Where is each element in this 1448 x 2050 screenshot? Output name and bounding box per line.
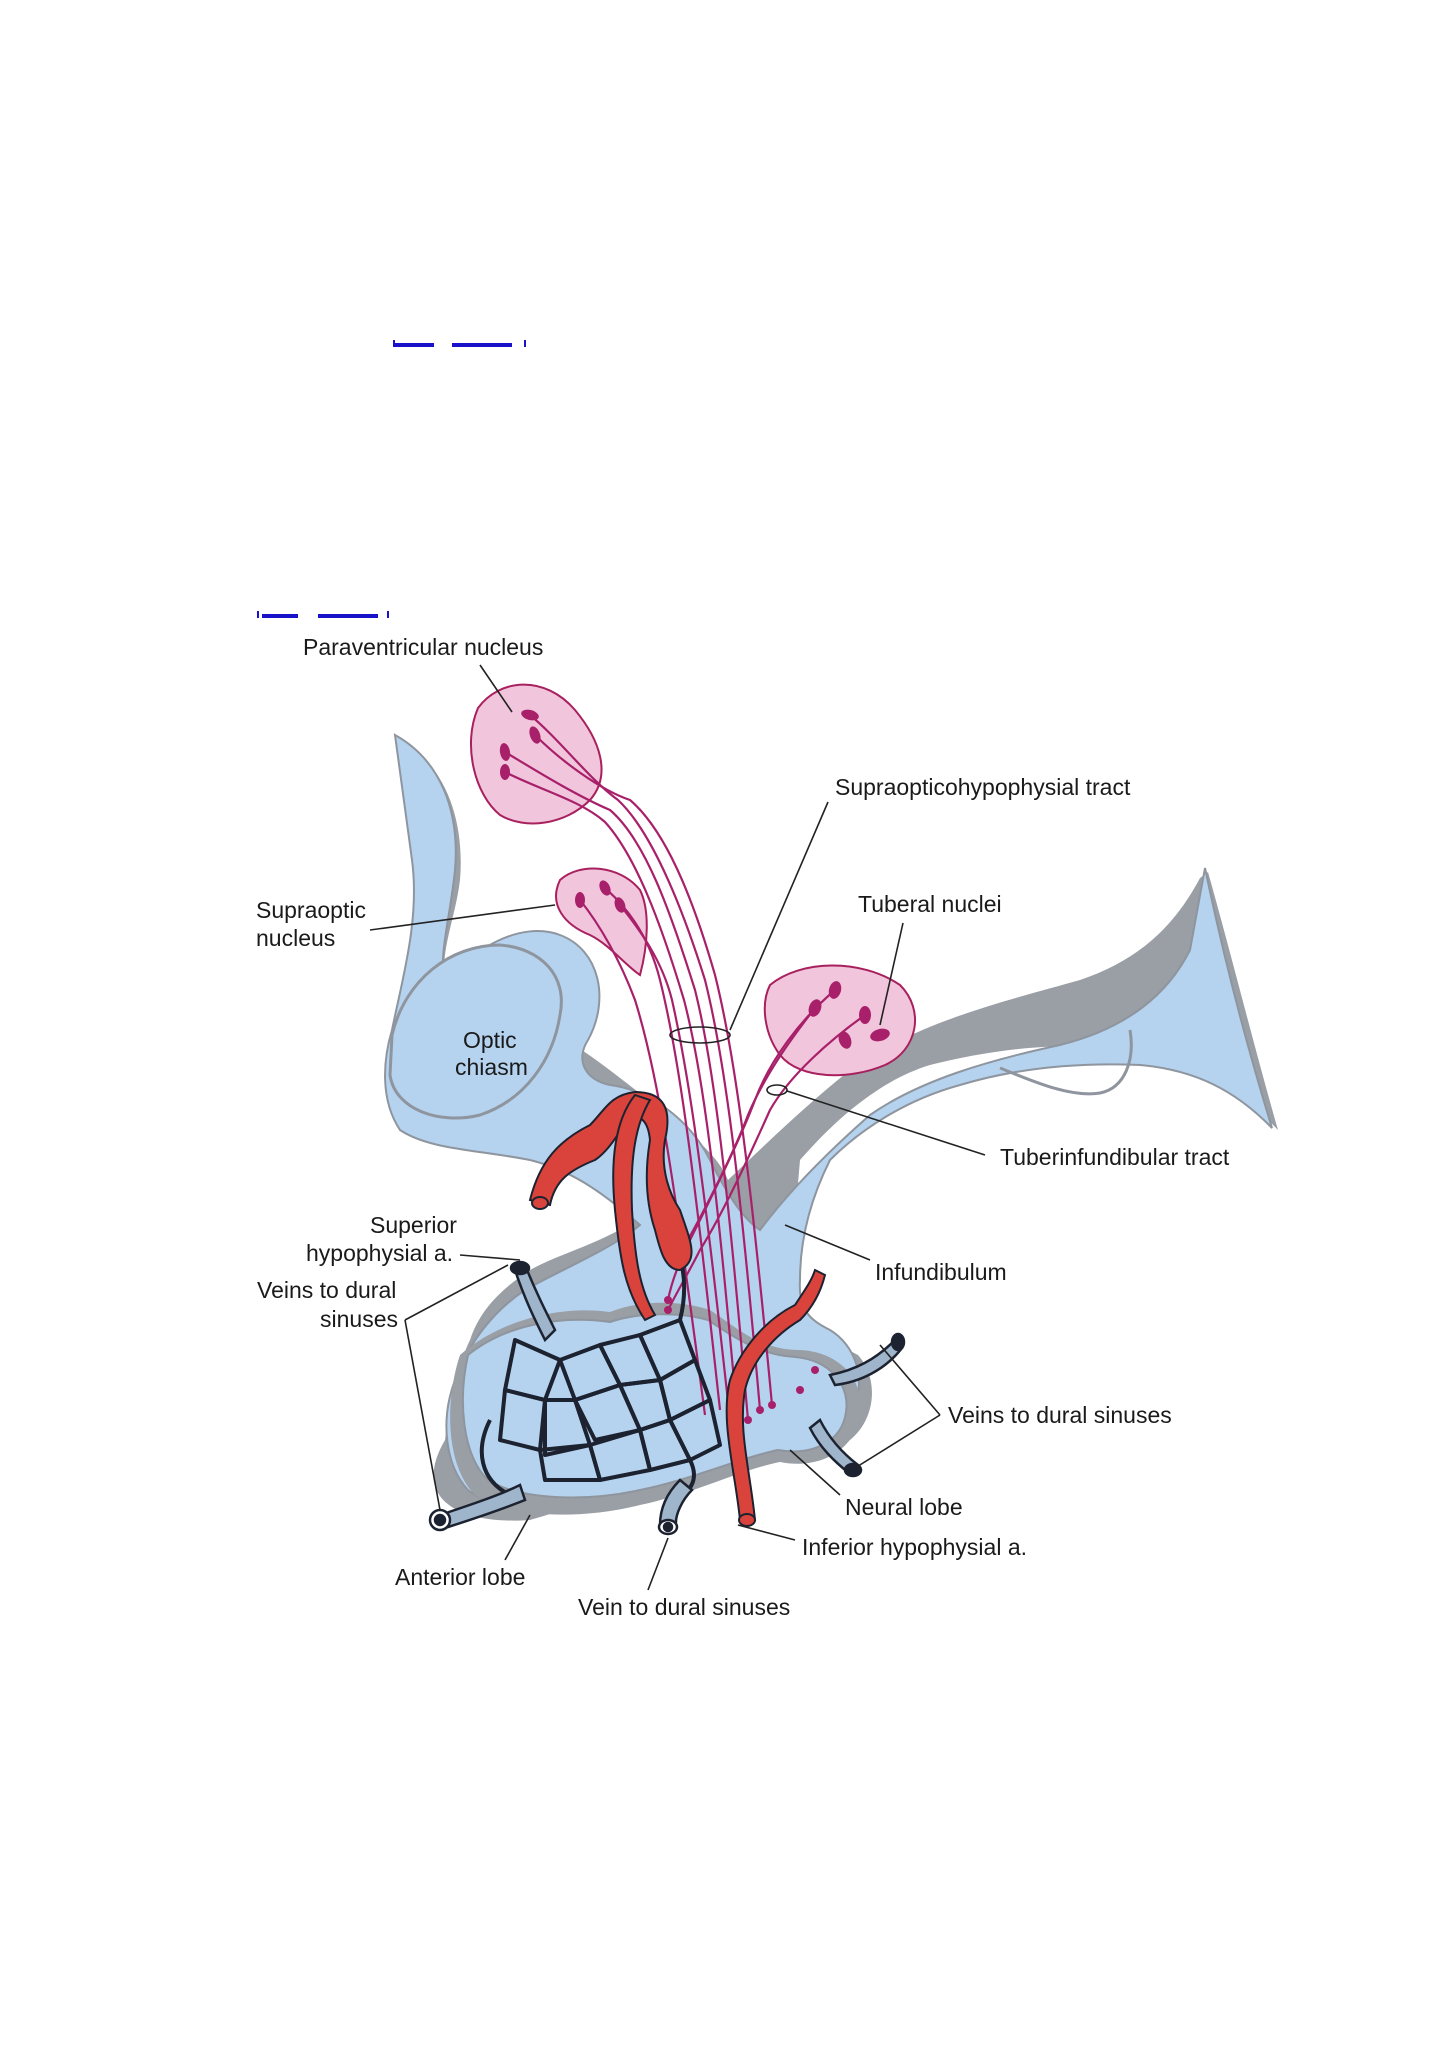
label-vein-bottom: Vein to dural sinuses <box>578 1594 790 1620</box>
paraventricular-nucleus-body <box>470 683 603 825</box>
labels: Paraventricular nucleus Supraopticohypop… <box>256 634 1230 1620</box>
label-inferior-hypophysial: Inferior hypophysial a. <box>802 1534 1027 1560</box>
label-infundibulum: Infundibulum <box>875 1259 1007 1285</box>
veins <box>428 1260 906 1536</box>
link-fragments <box>257 340 526 618</box>
label-tuberinfundibular-tract: Tuberinfundibular tract <box>1000 1144 1230 1170</box>
leader-lines <box>369 664 986 1591</box>
label-superior-hypophysial-line2: hypophysial a. <box>306 1240 453 1266</box>
label-anterior-lobe: Anterior lobe <box>395 1564 525 1590</box>
arteries <box>528 1090 827 1527</box>
supraopticohypophysial-axons <box>504 714 774 1426</box>
label-veins-right: Veins to dural sinuses <box>948 1402 1172 1428</box>
label-tuberal-nuclei: Tuberal nuclei <box>858 891 1002 917</box>
label-supraoptic-nucleus-line2: nucleus <box>256 925 335 951</box>
label-supraoptic-nucleus-line1: Supraoptic <box>256 897 366 923</box>
label-superior-hypophysial-line1: Superior <box>370 1212 457 1238</box>
label-veins-left-line2: sinuses <box>320 1306 398 1332</box>
tuberal-nuclei-body <box>763 964 916 1077</box>
label-neural-lobe: Neural lobe <box>845 1494 963 1520</box>
label-optic-chiasm-line1: Optic <box>463 1027 517 1053</box>
label-supraopticohypophysial-tract: Supraopticohypophysial tract <box>835 774 1131 800</box>
label-veins-left-line1: Veins to dural <box>257 1277 396 1303</box>
label-paraventricular-nucleus: Paraventricular nucleus <box>303 634 543 660</box>
label-optic-chiasm-line2: chiasm <box>455 1054 528 1080</box>
